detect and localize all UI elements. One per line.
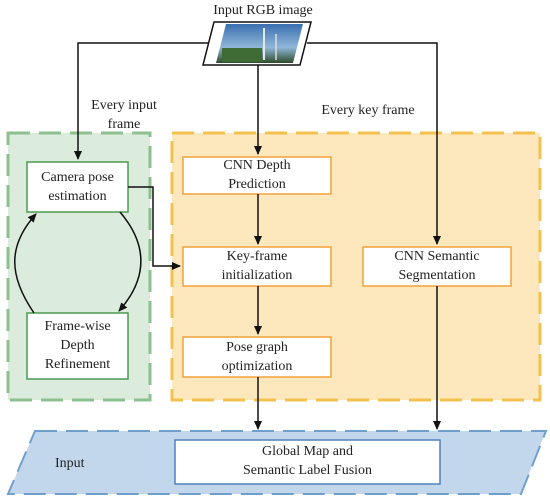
camera-pose-text: Camera pose estimation xyxy=(41,170,114,204)
depth-prediction-text: CNN Depth Prediction xyxy=(223,158,291,192)
every-input-frame-label: Every input frame xyxy=(91,98,157,132)
pose-graph-box xyxy=(182,336,332,378)
refinement-text: Frame-wise Depth Refinement xyxy=(44,319,111,372)
fusion-text: Global Map and Semantic Label Fusion xyxy=(242,444,373,478)
input-image-label: Input RGB image xyxy=(213,3,313,18)
keyframe-init-text: Key-frame initialization xyxy=(221,249,293,283)
semantic-seg-box xyxy=(362,246,512,287)
fusion-box xyxy=(174,439,441,485)
every-key-frame-label: Every key frame xyxy=(321,103,415,118)
depth-prediction-box xyxy=(182,156,332,195)
semantic-seg-text: CNN Semantic Segmentation xyxy=(394,249,480,283)
arrow-camera-pose-to-keyframe xyxy=(128,186,181,270)
keyframe-init-box xyxy=(182,246,332,287)
arrow-image-to-semantic xyxy=(307,42,441,245)
image-foliage xyxy=(222,48,262,62)
arrow-image-to-camera-pose xyxy=(74,42,209,160)
arc-pose-to-refinement xyxy=(118,211,142,312)
arc-refinement-to-pose xyxy=(14,213,37,314)
output-input-label: Input xyxy=(55,456,85,471)
pose-graph-text: Pose graph optimization xyxy=(221,340,293,374)
refinement-box xyxy=(26,312,129,380)
